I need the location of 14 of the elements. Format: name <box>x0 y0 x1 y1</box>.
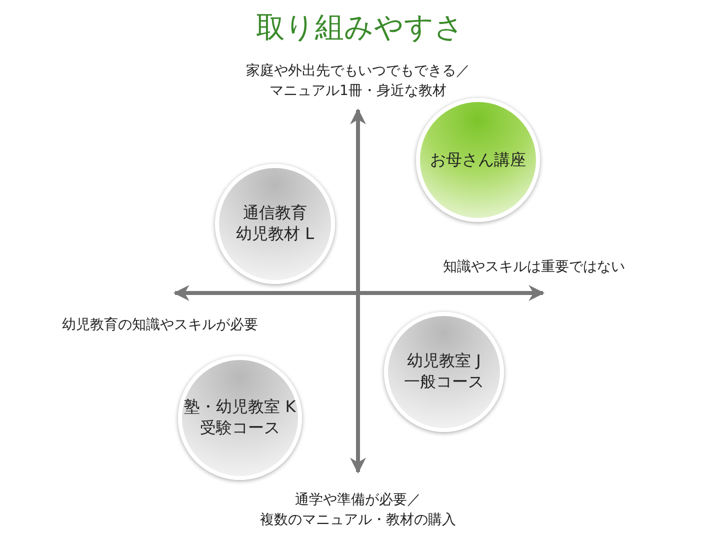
node-text: 幼児教室 J <box>407 351 481 372</box>
axis-label: 複数のマニュアル・教材の購入 <box>259 511 457 529</box>
axis-label: マニュアル1冊・身近な教材 <box>268 82 448 100</box>
axis-label: 幼児教育の知識やスキルが必要 <box>62 316 258 334</box>
node-text: 通信教育 <box>243 203 307 224</box>
node-text: 塾・幼児教室 K <box>184 397 296 418</box>
title: 取り組みやすさ <box>255 9 465 46</box>
node-text: 幼児教材 L <box>236 224 314 245</box>
node-text: 一般コース <box>404 372 484 393</box>
axis-label: 家庭や外出先でもいつでもできる／ <box>245 62 471 80</box>
node-text: お母さん講座 <box>430 150 526 170</box>
axis-label: 知識やスキルは重要ではない <box>443 258 625 276</box>
axis-label: 通学や準備が必要／ <box>294 491 422 509</box>
node-text: 受験コース <box>200 418 280 439</box>
